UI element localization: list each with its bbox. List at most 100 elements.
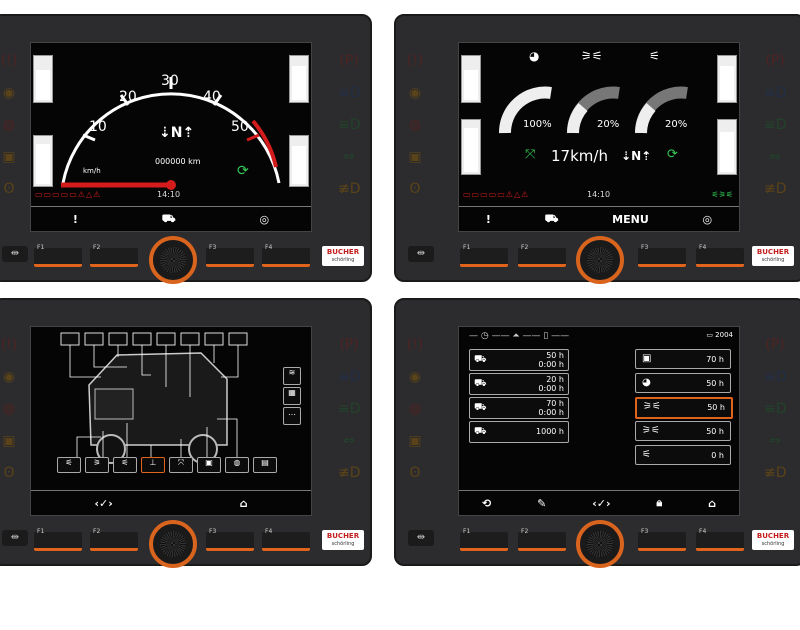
f4-key[interactable]: F4 xyxy=(262,244,310,267)
f2-key[interactable]: F2 xyxy=(90,528,138,551)
edit-icon[interactable]: ✎ xyxy=(537,496,547,510)
brushes-icon: ⚞⚟ xyxy=(643,401,661,412)
f4-label: F4 xyxy=(699,528,707,535)
softkey-alert[interactable]: ! xyxy=(485,212,491,226)
left-list-item-4[interactable]: ⛟ 1000 h xyxy=(469,421,569,443)
f3-label: F3 xyxy=(641,528,649,535)
oil-warning-icon: ◍ xyxy=(2,401,16,417)
row2-hours: 20 h xyxy=(546,375,564,384)
f1-key[interactable]: F1 xyxy=(34,244,82,267)
f4-key[interactable]: F4 xyxy=(696,244,744,267)
f3-key[interactable]: F3 xyxy=(638,528,686,551)
brush-level-screen: ◕ ⚞⚟ ⚟ 100% 20% 20% ⤧ 17km/h ⇣N⇡ ⟳ ▭▭▭▭▭… xyxy=(458,42,740,232)
f2-label: F2 xyxy=(521,528,529,535)
diagram-icon-b1[interactable]: ⚟ xyxy=(57,457,81,473)
engine-warning-icon: ▣ xyxy=(2,433,16,449)
diagram-icon-b2[interactable]: ⚞ xyxy=(85,457,109,473)
diagram-side-icon-2[interactable]: ▦ xyxy=(283,387,301,405)
brush-3-percent: 20% xyxy=(665,119,688,130)
work-light-icon: ◕ xyxy=(642,377,651,388)
turn-signal-icon: ⇔ xyxy=(769,149,781,165)
softkey-row: ‹✓› ⌂ xyxy=(31,490,311,515)
brush-1-percent: 100% xyxy=(523,119,552,130)
abs-warning-icon: ◉ xyxy=(408,85,422,101)
reset-icon[interactable]: ⟲ xyxy=(481,496,492,510)
status-bar: ▭▭▭▭▭⚠△⚠ 14:10 xyxy=(31,189,311,203)
f1-key[interactable]: F1 xyxy=(34,528,82,551)
low-beam-icon: ≡D xyxy=(764,401,787,417)
gear-indicator: ⇣N⇡ xyxy=(621,149,652,163)
row2-remaining: 0:00 h xyxy=(538,384,564,393)
f3-key[interactable]: F3 xyxy=(206,528,254,551)
f4-label: F4 xyxy=(265,244,273,251)
navigate-confirm-icon[interactable]: ‹✓› xyxy=(94,496,113,510)
navigate-confirm-icon[interactable]: ‹✓› xyxy=(592,496,611,510)
engine-icon: ▣ xyxy=(642,353,652,364)
brush-arc-2 xyxy=(566,86,620,134)
fog-light-icon: ≢D xyxy=(338,465,361,481)
f2-key[interactable]: F2 xyxy=(90,244,138,267)
f1-key[interactable]: F1 xyxy=(460,244,508,267)
status-bar: ▭▭▭▭▭⚠△⚠ 14:10 ⚟⚞⚟ xyxy=(459,189,739,203)
right-list-item-work-light[interactable]: ◕ 50 h xyxy=(635,373,731,393)
diagram-icon-b5[interactable]: ⤧ xyxy=(169,457,193,473)
side-brush-hours: 0 h xyxy=(711,451,724,460)
brushes-hours: 50 h xyxy=(707,403,725,412)
lock-icon[interactable]: 🔒︎ xyxy=(656,496,663,509)
softkey-menu[interactable]: MENU xyxy=(612,212,649,226)
right-indicator-lights: (P) ≡D ≡D ⇔ ≢D xyxy=(338,50,364,200)
softkey-alert[interactable]: ! xyxy=(72,212,78,226)
speed-unit: km/h xyxy=(83,167,101,175)
rotary-knob[interactable] xyxy=(149,520,197,568)
right-list-item-brushes-2[interactable]: ⚞⚟ 50 h xyxy=(635,421,731,441)
left-list-item-3[interactable]: ⛟ 70 h 0:00 h xyxy=(469,397,569,419)
diagram-icon-b7[interactable]: ◍ xyxy=(225,457,249,473)
home-icon[interactable]: ⌂ xyxy=(708,496,717,510)
right-list-item-brushes-selected[interactable]: ⚞⚟ 50 h xyxy=(635,397,733,419)
coolant-temp-gauge xyxy=(33,55,53,103)
glow-plug-icon: ʘ xyxy=(409,181,421,197)
softkey-vehicle-icon[interactable]: ⛟ xyxy=(544,211,559,225)
f2-key[interactable]: F2 xyxy=(518,244,566,267)
diagram-icon-tl2 xyxy=(84,332,104,346)
status-warning-icons: ▭▭▭▭▭⚠△⚠ xyxy=(35,190,102,199)
service-hours-screen: — ◷ —— ⏶ —— ▯ —— ▭ 2004 ⛟ 50 h 0:00 h ⛟ … xyxy=(458,326,740,516)
oil-warning-icon: ◍ xyxy=(2,117,16,133)
left-list-item-1[interactable]: ⛟ 50 h 0:00 h xyxy=(469,349,569,371)
work-light-hours: 50 h xyxy=(706,379,724,388)
f3-key[interactable]: F3 xyxy=(206,244,254,267)
display-panel-speedometer: (!) ◉ ◍ ▣ ʘ (P) ≡D ≡D ⇔ ≢D 10 20 30 40 xyxy=(0,14,372,284)
softkey-settings-icon[interactable]: ◎ xyxy=(702,212,713,226)
softkey-vehicle-icon[interactable]: ⛟ xyxy=(161,211,176,225)
speedometer-screen: 10 20 30 40 50 ⇣N⇡ km/h 000000 km ⟳ ▭▭▭▭… xyxy=(30,42,312,232)
softkey-settings-icon[interactable]: ◎ xyxy=(259,212,270,226)
row1-hours: 50 h xyxy=(546,351,564,360)
home-icon[interactable]: ⌂ xyxy=(239,496,248,510)
diagram-icon-b6[interactable]: ▣ xyxy=(197,457,221,473)
diagram-side-icon-3[interactable]: … xyxy=(283,407,301,425)
oil-pressure-gauge xyxy=(289,55,309,103)
rotary-knob[interactable] xyxy=(576,520,624,568)
right-list-item-engine[interactable]: ▣ 70 h xyxy=(635,349,731,369)
cruise-control-icon: ⟳ xyxy=(667,147,678,162)
f2-key[interactable]: F2 xyxy=(518,528,566,551)
left-list-item-2[interactable]: ⛟ 20 h 0:00 h xyxy=(469,373,569,395)
f1-key[interactable]: F1 xyxy=(460,528,508,551)
right-list-item-side-brush[interactable]: ⚟ 0 h xyxy=(635,445,731,465)
turn-signal-icon: ⇔ xyxy=(343,149,355,165)
speed-dial xyxy=(61,77,281,190)
f3-key[interactable]: F3 xyxy=(638,244,686,267)
f4-key[interactable]: F4 xyxy=(262,528,310,551)
rotary-knob[interactable] xyxy=(576,236,624,284)
engine-warning-icon: ▣ xyxy=(2,149,16,165)
diagram-icon-b3[interactable]: ⚟ xyxy=(113,457,137,473)
diagram-icon-b4-selected[interactable]: ⊥ xyxy=(141,457,165,473)
f4-key[interactable]: F4 xyxy=(696,528,744,551)
f3-label: F3 xyxy=(209,528,217,535)
side-brush-icon: ⚟ xyxy=(649,49,660,63)
diagram-icon-b8[interactable]: ▤ xyxy=(253,457,277,473)
diagram-side-icon-1[interactable]: ≋ xyxy=(283,367,301,385)
rotary-knob[interactable] xyxy=(149,236,197,284)
turn-signal-icon: ⇔ xyxy=(769,433,781,449)
